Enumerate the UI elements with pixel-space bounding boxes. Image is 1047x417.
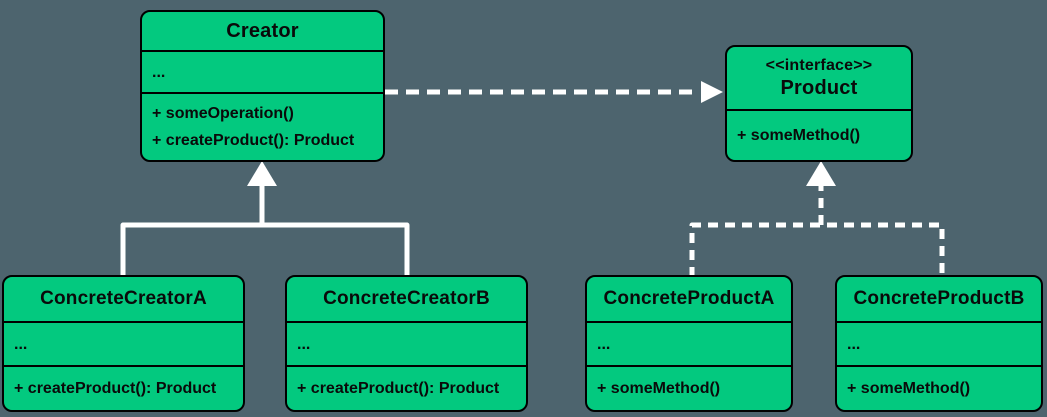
class-attributes-concrete-product-a: ...: [597, 335, 611, 353]
class-attributes-concrete-product-b: ...: [847, 335, 861, 353]
method-some-method: + someMethod(): [597, 380, 721, 397]
class-box-concrete-product-a: ConcreteProductA ... + someMethod(): [585, 275, 793, 412]
class-name-concrete-creator-b: ConcreteCreatorB: [323, 288, 490, 310]
class-name-creator: Creator: [226, 19, 299, 42]
class-box-concrete-creator-b: ConcreteCreatorB ... + createProduct(): …: [285, 275, 528, 412]
class-name-product: Product: [780, 76, 858, 99]
class-box-creator: Creator ... + someOperation() + createPr…: [140, 10, 385, 162]
method-create-product: + createProduct(): Product: [14, 380, 217, 397]
class-name-concrete-creator-a: ConcreteCreatorA: [40, 288, 207, 310]
generalization-connector-creators: [120, 161, 410, 277]
class-attributes-concrete-creator-b: ...: [297, 335, 311, 353]
method-some-operation: + someOperation(): [152, 105, 294, 122]
class-name-concrete-product-b: ConcreteProductB: [853, 288, 1025, 310]
interface-box-product: <<interface>> Product + someMethod(): [725, 45, 913, 162]
triangle-arrowhead-up-icon: [247, 161, 277, 186]
method-create-product: + createProduct(): Product: [297, 380, 500, 397]
dependency-arrow-creator-to-product: [385, 81, 723, 103]
method-some-method: + someMethod(): [737, 127, 861, 144]
triangle-arrowhead-up-icon: [806, 161, 836, 186]
method-create-product: + createProduct(): Product: [152, 132, 355, 149]
interface-stereotype: <<interface>>: [765, 56, 873, 74]
arrowhead-right-icon: [701, 81, 723, 103]
method-some-method: + someMethod(): [847, 380, 971, 397]
realization-connector-products: [689, 161, 945, 277]
class-box-concrete-product-b: ConcreteProductB ... + someMethod(): [835, 275, 1043, 412]
class-box-concrete-creator-a: ConcreteCreatorA ... + createProduct(): …: [2, 275, 245, 412]
class-name-concrete-product-a: ConcreteProductA: [603, 288, 775, 310]
class-attributes-concrete-creator-a: ...: [14, 335, 28, 353]
class-attributes-creator: ...: [152, 63, 166, 81]
